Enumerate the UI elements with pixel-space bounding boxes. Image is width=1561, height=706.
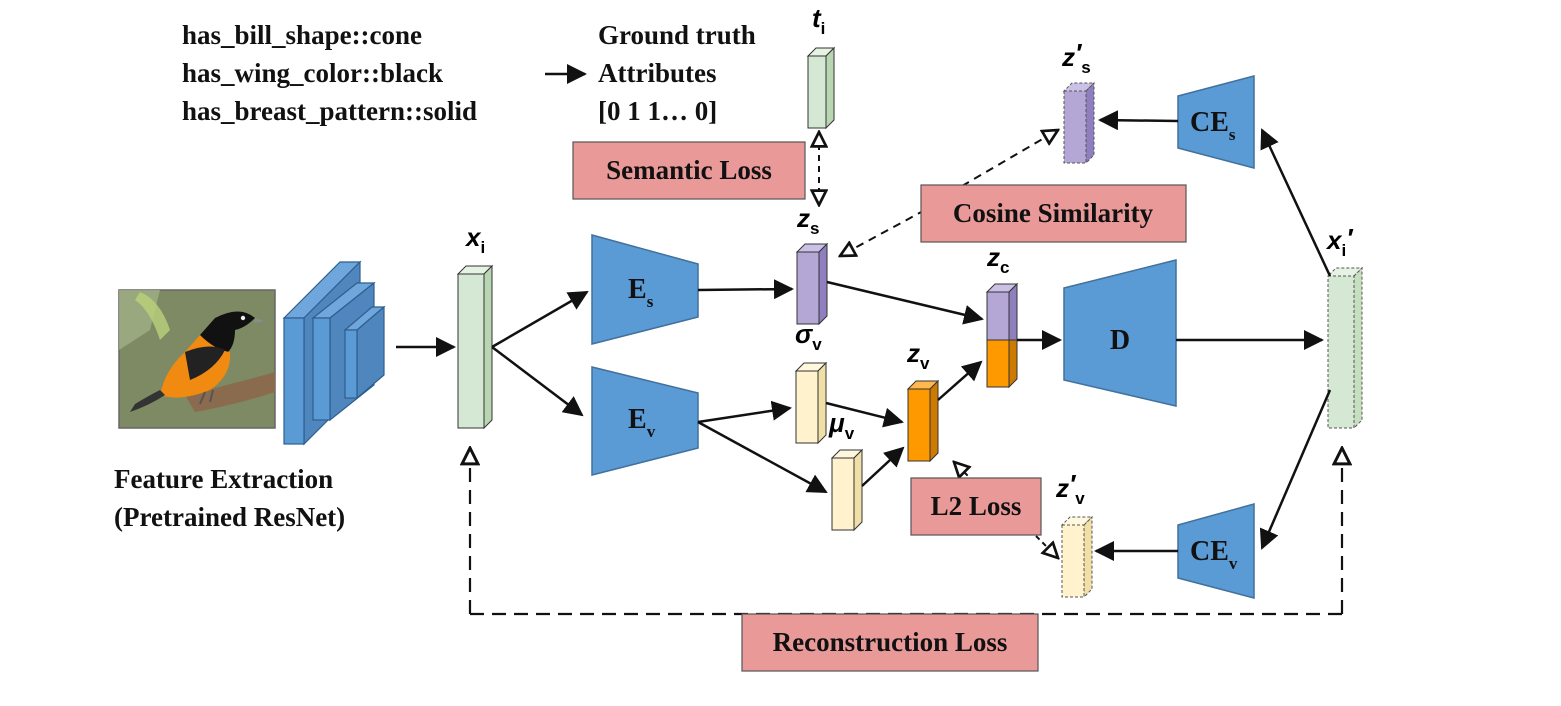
- x-i-prime-label: xi′: [1325, 223, 1354, 260]
- xprime-to-cev-arrow: [1259, 389, 1332, 550]
- z-v-prime-vector: [1060, 515, 1094, 599]
- reconstruction-loss-label: Reconstruction Loss: [773, 627, 1008, 657]
- attribute-line: has_wing_color::black: [182, 58, 443, 88]
- es-to-zs-arrow: [697, 279, 794, 300]
- z-v-prime-label: z′v: [1055, 469, 1085, 508]
- ground-truth-line: Ground truth: [598, 20, 756, 50]
- semantic-loss-box: Semantic Loss: [572, 141, 806, 200]
- z-v-label: zv: [906, 338, 930, 373]
- ces-to-zsprime-arrow: [1098, 110, 1179, 131]
- encoder-cev-block: CEv: [1177, 503, 1255, 599]
- sigma-to-zv-arrow: [825, 401, 904, 428]
- encoder-ev-label: Ev: [628, 404, 656, 441]
- cosine-similarity-box: Cosine Similarity: [920, 184, 1187, 243]
- cosine-to-zs-arrow: [840, 209, 926, 256]
- z-s-label: zs: [796, 203, 819, 238]
- ev-to-sigma-arrow: [697, 400, 792, 424]
- t-i-vector: [806, 46, 836, 130]
- encoder-es-label: Es: [628, 274, 654, 311]
- mu-v-label: μv: [828, 408, 855, 443]
- ev-to-mu-arrow: [697, 420, 828, 494]
- attribute-list: has_bill_shape::cone has_wing_color::bla…: [182, 20, 477, 126]
- attribute-line: has_breast_pattern::solid: [182, 96, 477, 126]
- l2-to-zvprime-arrow: [1035, 535, 1058, 558]
- x-i-vector: [456, 264, 494, 430]
- l2-loss-label: L2 Loss: [931, 491, 1022, 521]
- zv-to-zc-arrow: [937, 360, 983, 401]
- encoder-ces-block: CEs: [1177, 75, 1255, 169]
- z-s-vector: [795, 242, 829, 326]
- reconstruction-loss-box: Reconstruction Loss: [741, 613, 1039, 672]
- z-v-vector: [906, 379, 940, 463]
- x-i-prime-vector: [1326, 266, 1364, 430]
- encoder-es-block: Es: [591, 234, 699, 345]
- ground-truth-attributes: Ground truth Attributes [0 1 1… 0]: [598, 20, 756, 126]
- x-to-ev-arrow: [491, 346, 584, 417]
- t-i-label: ti: [812, 3, 825, 38]
- attribute-line: has_bill_shape::cone: [182, 20, 422, 50]
- encoder-ces-label: CEs: [1190, 107, 1236, 144]
- sigma-v-vector: [794, 361, 828, 445]
- cosine-similarity-label: Cosine Similarity: [953, 198, 1154, 228]
- l2-loss-box: L2 Loss: [910, 477, 1042, 536]
- feature-extraction-sublabel: (Pretrained ResNet): [114, 502, 345, 532]
- mu-v-vector: [830, 448, 864, 532]
- encoder-cev-label: CEv: [1190, 536, 1238, 573]
- encoder-ev-block: Ev: [591, 366, 699, 476]
- feature-extraction-label: Feature Extraction: [114, 464, 333, 494]
- decoder-d-block: D: [1063, 259, 1177, 407]
- mu-to-zv-arrow: [861, 446, 905, 487]
- semantic-loss-label: Semantic Loss: [606, 155, 772, 185]
- sigma-v-label: σv: [795, 319, 822, 354]
- xprime-to-ces-arrow: [1260, 128, 1332, 277]
- z-s-prime-label: z′s: [1061, 38, 1091, 77]
- x-to-es-arrow: [491, 290, 589, 349]
- z-c-vector: [985, 282, 1019, 389]
- resnet-feature-blocks: [282, 260, 386, 446]
- bird-photo-icon: [118, 289, 276, 429]
- decoder-d-label: D: [1110, 325, 1130, 356]
- ground-truth-line: Attributes: [598, 58, 716, 88]
- zs-to-zc-arrow: [826, 280, 984, 325]
- ground-truth-line: [0 1 1… 0]: [598, 96, 717, 126]
- cosine-to-zsprime-arrow: [961, 130, 1058, 187]
- z-c-label: zc: [986, 242, 1009, 277]
- x-i-label: xi: [464, 222, 485, 257]
- z-s-prime-vector: [1062, 81, 1096, 165]
